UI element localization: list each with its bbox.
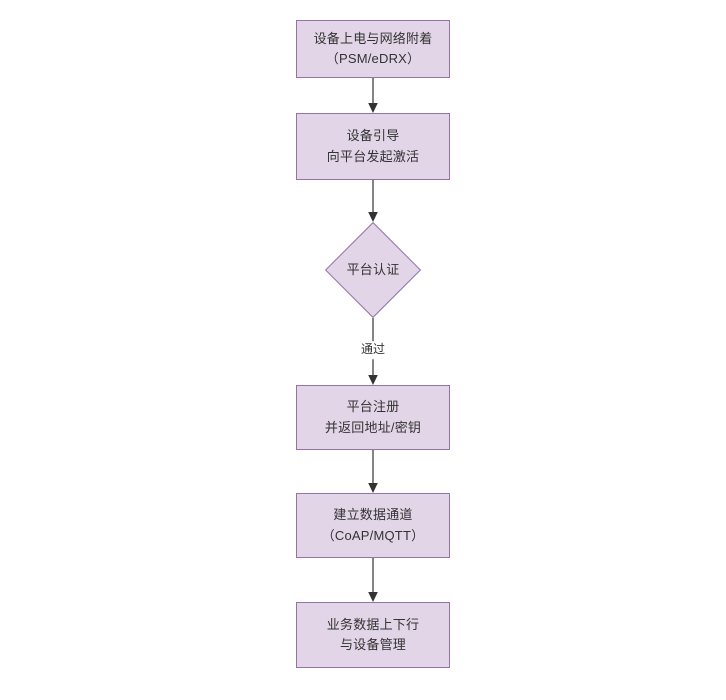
node-label: 建立数据通道 （CoAP/MQTT）	[321, 507, 425, 543]
node-label: 业务数据上下行 与设备管理	[326, 616, 420, 652]
node-device-bootstrap[interactable]: 设备引导 向平台发起激活	[296, 113, 450, 180]
edge-n5-n6	[368, 558, 378, 602]
node-label: 平台注册 并返回地址/密钥	[324, 399, 422, 435]
node-label: 设备引导 向平台发起激活	[326, 128, 420, 164]
edge-label-pass: 通过	[357, 341, 389, 359]
edge-n2-n3	[368, 180, 378, 222]
node-establish-data-channel[interactable]: 建立数据通道 （CoAP/MQTT）	[296, 493, 450, 558]
node-business-data-and-device-management[interactable]: 业务数据上下行 与设备管理	[296, 602, 450, 668]
edge-n4-n5	[368, 450, 378, 493]
node-platform-registration[interactable]: 平台注册 并返回地址/密钥	[296, 385, 450, 450]
node-platform-authentication[interactable]: 平台认证	[324, 221, 422, 319]
node-device-power-on[interactable]: 设备上电与网络附着 （PSM/eDRX）	[296, 20, 450, 78]
node-label: 设备上电与网络附着 （PSM/eDRX）	[313, 30, 433, 66]
node-label: 平台认证	[346, 262, 400, 278]
edge-n1-n2	[368, 78, 378, 113]
